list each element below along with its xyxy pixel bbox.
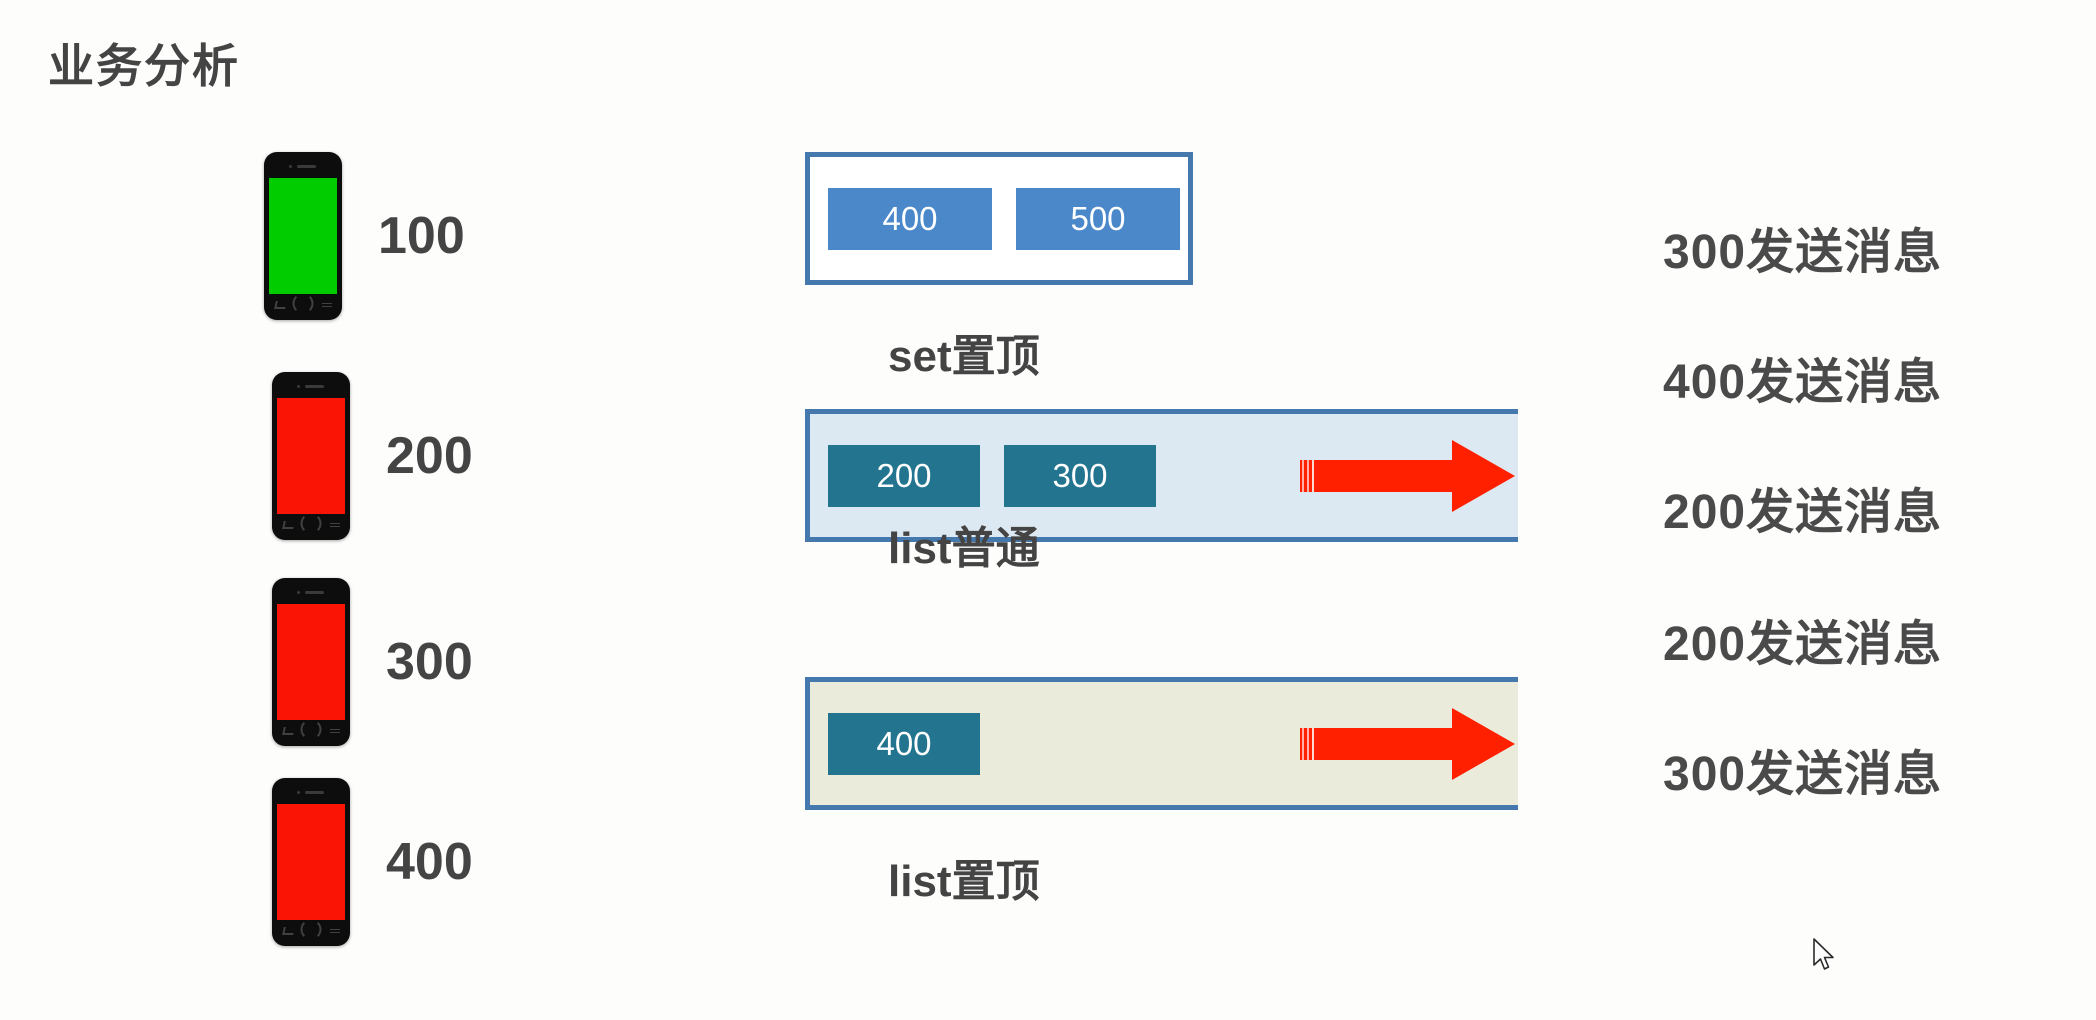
page-title: 业务分析 bbox=[48, 40, 240, 92]
device-label: 300 bbox=[386, 633, 473, 691]
phone-camera-icon bbox=[297, 591, 300, 594]
phone-camera-icon bbox=[297, 385, 300, 388]
phone-home-icon bbox=[292, 293, 314, 314]
phone-back-icon bbox=[282, 521, 295, 529]
phone-speaker-icon bbox=[305, 591, 324, 594]
list-item-chip[interactable]: 200 bbox=[828, 444, 980, 507]
device-row-100: 100 bbox=[264, 152, 465, 320]
list-item-chip[interactable]: 400 bbox=[828, 712, 980, 775]
phone-camera-icon bbox=[297, 791, 300, 794]
set-container[interactable]: 400 500 bbox=[805, 152, 1193, 285]
list-item-chip[interactable]: 300 bbox=[1004, 444, 1156, 507]
red-arrow-icon bbox=[1300, 708, 1515, 780]
phone-home-icon bbox=[300, 719, 322, 740]
device-label: 200 bbox=[386, 427, 473, 485]
list-normal-caption: list普通 bbox=[888, 524, 1040, 573]
phone-screen bbox=[277, 804, 345, 920]
phone-back-icon bbox=[282, 927, 295, 935]
device-label: 400 bbox=[386, 833, 473, 891]
set-item-chip[interactable]: 400 bbox=[828, 187, 992, 250]
phone-home-icon bbox=[300, 513, 322, 534]
phone-speaker-icon bbox=[305, 791, 324, 794]
phone-home-icon bbox=[300, 919, 322, 940]
set-container-caption: set置顶 bbox=[888, 332, 1040, 381]
set-item-chip[interactable]: 500 bbox=[1016, 187, 1180, 250]
phone-camera-icon bbox=[289, 165, 292, 168]
message-line: 300发送消息 bbox=[1663, 226, 1943, 279]
device-row-300: 300 bbox=[272, 578, 473, 746]
device-label: 100 bbox=[378, 207, 465, 265]
phone-back-icon bbox=[282, 727, 295, 735]
message-line: 300发送消息 bbox=[1663, 748, 1943, 801]
red-arrow-icon bbox=[1300, 440, 1515, 512]
phone-speaker-icon bbox=[297, 165, 316, 168]
phone-back-icon bbox=[274, 301, 287, 309]
phone-icon bbox=[272, 778, 350, 946]
phone-speaker-icon bbox=[305, 385, 324, 388]
phone-screen bbox=[277, 604, 345, 720]
mouse-cursor-icon bbox=[1813, 938, 1834, 970]
phone-icon bbox=[264, 152, 342, 320]
device-row-200: 200 bbox=[272, 372, 473, 540]
phone-menu-icon bbox=[330, 729, 340, 734]
phone-menu-icon bbox=[322, 303, 332, 308]
device-row-400: 400 bbox=[272, 778, 473, 946]
phone-icon bbox=[272, 578, 350, 746]
phone-menu-icon bbox=[330, 929, 340, 934]
phone-screen bbox=[277, 398, 345, 514]
list-top-caption: list置顶 bbox=[888, 857, 1040, 906]
list-top-container[interactable]: 400 bbox=[805, 677, 1518, 810]
phone-icon bbox=[272, 372, 350, 540]
phone-screen bbox=[269, 178, 337, 294]
message-line: 200发送消息 bbox=[1663, 618, 1943, 671]
phone-menu-icon bbox=[330, 523, 340, 528]
message-line: 400发送消息 bbox=[1663, 356, 1943, 409]
message-line: 200发送消息 bbox=[1663, 486, 1943, 539]
